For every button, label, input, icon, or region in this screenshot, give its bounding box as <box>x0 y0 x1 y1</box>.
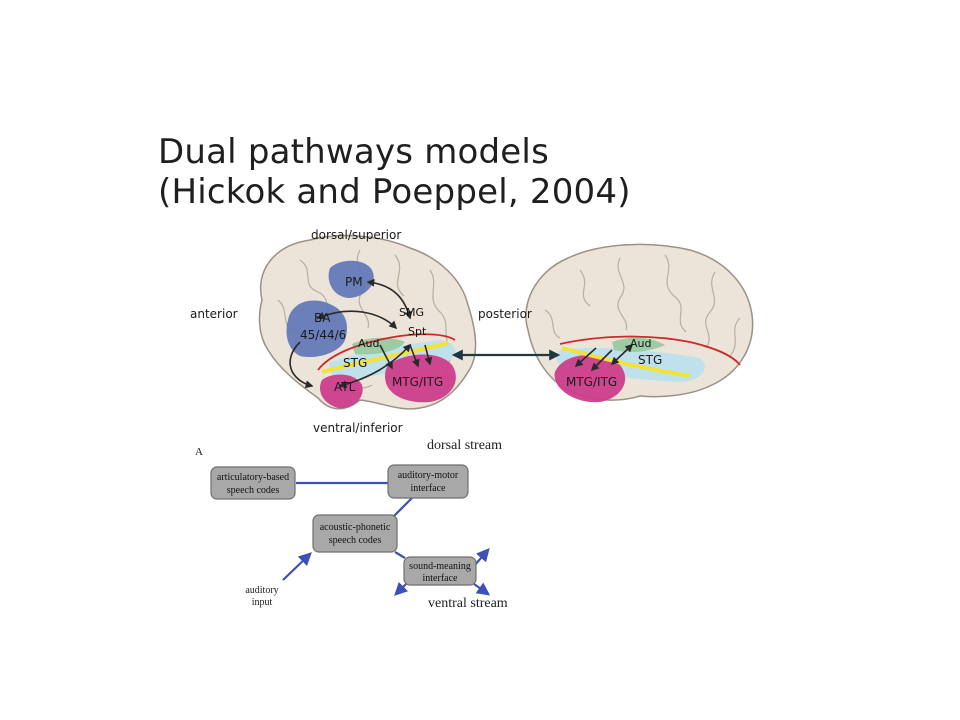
region-ba-label-1: BA <box>314 311 331 325</box>
right-hemisphere: Aud STG MTG/ITG <box>525 243 754 403</box>
left-hemisphere: PM BA 45/44/6 SMG Spt Aud STG ATL MTG/IT… <box>258 234 477 410</box>
ventral-stream-label: ventral stream <box>428 596 508 611</box>
right-arrows <box>574 343 634 372</box>
direction-posterior: posterior <box>478 307 532 321</box>
box-acoustic-phonetic-speech-codes: acoustic-phonetic speech codes <box>312 514 398 553</box>
region-mtg-label: MTG/ITG <box>392 375 443 389</box>
panel-label-a: A <box>195 446 203 458</box>
direction-anterior: anterior <box>190 307 238 321</box>
box-sound-meaning-interface: sound-meaning interface <box>403 556 477 586</box>
box-auditory-motor-interface: auditory-motor interface <box>387 464 469 499</box>
region-stg-label: STG <box>343 356 367 370</box>
flow-diagram: A dorsal stream ventral stream articulat… <box>195 438 508 611</box>
svg-text:interface: interface <box>411 483 447 494</box>
region-atl-label: ATL <box>334 380 356 394</box>
direction-ventral-inferior: ventral/inferior <box>313 421 403 435</box>
svg-text:interface: interface <box>423 573 459 584</box>
svg-text:sound-meaning: sound-meaning <box>409 561 471 572</box>
slide-title: Dual pathways models (Hickok and Poeppel… <box>158 132 678 212</box>
region-smg-label: SMG <box>399 306 424 319</box>
right-red-outline <box>559 335 741 366</box>
svg-text:articulatory-based: articulatory-based <box>217 472 289 483</box>
region-spt-label: Spt <box>408 325 427 338</box>
svg-text:speech codes: speech codes <box>329 535 382 546</box>
right-mtg-region <box>554 354 626 403</box>
title-line-1: Dual pathways models <box>158 132 549 172</box>
left-arrows <box>289 278 433 389</box>
auditory-input-label-2: input <box>252 597 273 608</box>
svg-text:acoustic-phonetic: acoustic-phonetic <box>320 522 391 533</box>
dorsal-stream-label: dorsal stream <box>427 438 502 453</box>
title-line-2: (Hickok and Poeppel, 2004) <box>158 172 631 212</box>
direction-dorsal-superior: dorsal/superior <box>311 228 401 242</box>
left-pm-region <box>328 260 374 298</box>
region-pm-label: PM <box>345 275 363 289</box>
auditory-input-label-1: auditory <box>245 585 278 596</box>
left-red-outline <box>317 333 456 371</box>
svg-text:speech codes: speech codes <box>227 485 280 496</box>
box-articulatory-speech-codes: articulatory-based speech codes <box>210 466 296 500</box>
right-region-stg-label: STG <box>638 353 662 367</box>
right-brain-gyri <box>544 254 741 357</box>
region-ba-label-2: 45/44/6 <box>300 328 346 342</box>
region-aud-label: Aud <box>358 337 379 350</box>
right-region-mtg-label: MTG/ITG <box>566 375 617 389</box>
right-region-aud-label: Aud <box>630 337 651 350</box>
svg-text:auditory-motor: auditory-motor <box>398 470 459 481</box>
